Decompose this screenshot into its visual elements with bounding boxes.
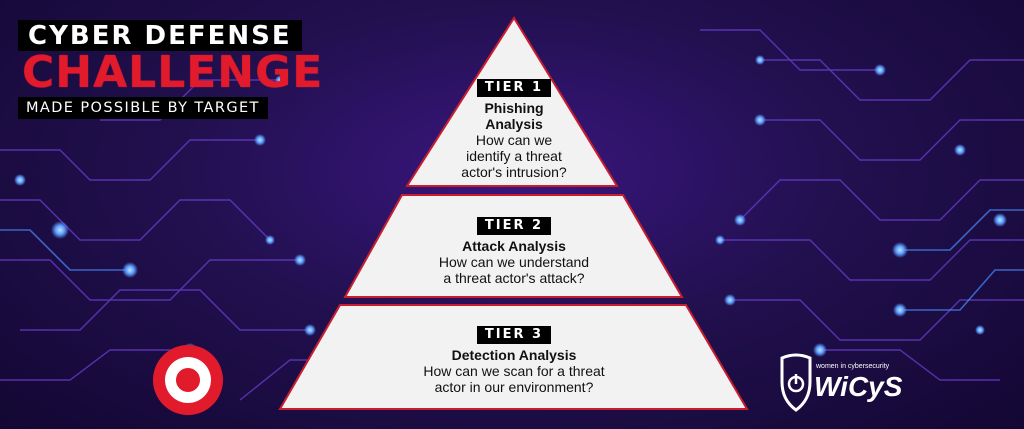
tier-1: TIER 1 Phishing Analysis How can we iden…: [414, 78, 614, 180]
tier-question: How can we scan for a threat: [423, 363, 605, 379]
tier-badge: TIER 1: [476, 79, 552, 97]
tier-question: How can we understand: [438, 254, 590, 270]
tier-badge: TIER 3: [476, 326, 552, 344]
tier-question: How can we: [475, 132, 553, 148]
tier-3-shape: [278, 304, 749, 410]
tier-3: TIER 3 Detection Analysis How can we sca…: [374, 325, 654, 395]
title-cyber-defense: CYBER DEFENSE: [18, 20, 302, 51]
tier-2: TIER 2 Attack Analysis How can we unders…: [394, 216, 634, 286]
tier-name: Attack Analysis: [462, 238, 566, 254]
tier-name: Detection Analysis: [451, 347, 577, 363]
tier-question: actor in our environment?: [434, 379, 594, 395]
tier-badge: TIER 2: [476, 217, 552, 235]
tier-name: Phishing: [484, 100, 544, 116]
wicys-tagline: women in cybersecurity: [815, 363, 890, 370]
tier-question: a threat actor's attack?: [443, 270, 585, 286]
tier-question: actor's intrusion?: [461, 164, 567, 180]
target-logo: [153, 345, 223, 415]
challenge-title: CYBER DEFENSE CHALLENGE MADE POSSIBLE BY…: [18, 20, 323, 119]
tier-1-shape: [405, 16, 619, 187]
tier-question: identify a threat: [466, 148, 562, 164]
wicys-wordmark: WiCyS: [814, 371, 903, 402]
title-sponsor: MADE POSSIBLE BY TARGET: [18, 97, 268, 119]
title-challenge: CHALLENGE: [22, 47, 324, 98]
tier-2-shape: [343, 194, 684, 298]
tier-name-line2: Analysis: [485, 116, 543, 132]
wicys-logo: women in cybersecurity WiCyS: [780, 353, 903, 412]
